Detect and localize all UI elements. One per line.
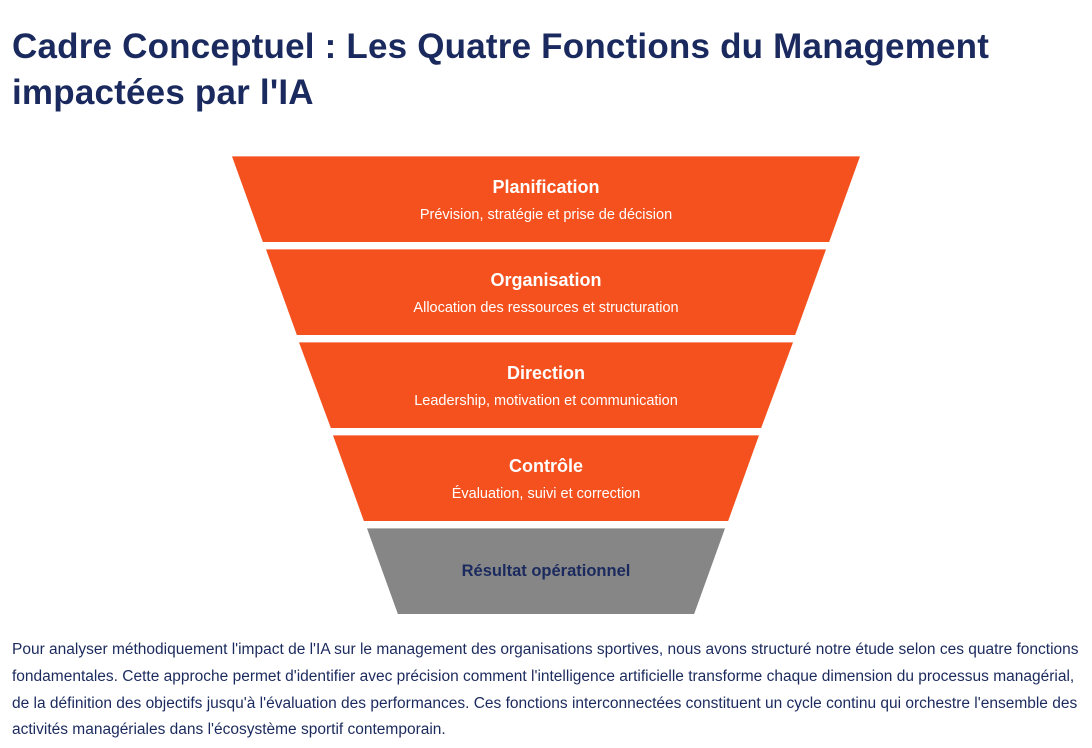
segment-subtitle: Leadership, motivation et communication: [414, 393, 678, 410]
segment-title: Résultat opérationnel: [461, 561, 631, 580]
management-functions-funnel: Planification Prévision, stratégie et pr…: [232, 156, 860, 614]
funnel-segment-controle: Contrôle Évaluation, suivi et correction: [232, 435, 860, 521]
funnel-segment-planification: Planification Prévision, stratégie et pr…: [232, 156, 860, 242]
description-text: Pour analyser méthodiquement l'impact de…: [12, 641, 1079, 739]
funnel-segment-resultat-operationnel: Résultat opérationnel: [232, 528, 860, 614]
funnel-segment-organisation: Organisation Allocation des ressources e…: [232, 249, 860, 335]
segment-title: Planification: [492, 177, 600, 198]
segment-subtitle: Évaluation, suivi et correction: [451, 486, 641, 503]
segment-title: Contrôle: [509, 456, 583, 477]
funnel-segment-direction: Direction Leadership, motivation et comm…: [232, 342, 860, 428]
page-title: Cadre Conceptuel : Les Quatre Fonctions …: [12, 27, 990, 113]
segment-subtitle: Allocation des ressources et structurati…: [413, 300, 679, 317]
segment-title: Direction: [506, 363, 585, 384]
segment-subtitle: Prévision, stratégie et prise de décisio…: [419, 207, 673, 224]
segment-title: Organisation: [490, 270, 602, 291]
